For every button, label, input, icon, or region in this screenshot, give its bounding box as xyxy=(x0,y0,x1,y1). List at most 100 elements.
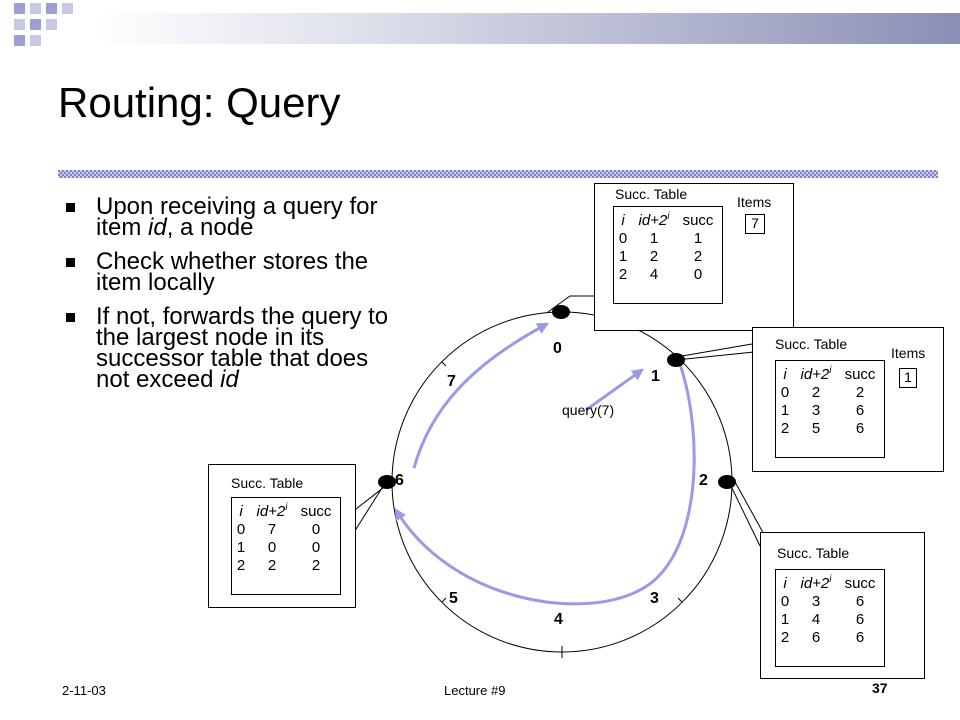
bullet-marker xyxy=(66,203,75,212)
table-cell: 6 xyxy=(855,610,865,628)
bullet-text: , a node xyxy=(166,214,254,241)
title-separator xyxy=(58,170,938,178)
query-label: query(7) xyxy=(562,402,615,418)
item-badge: 7 xyxy=(745,214,765,234)
table-cell: 0 xyxy=(618,229,628,247)
col-header-exponent: i xyxy=(829,365,832,376)
table-cell: 0 xyxy=(267,538,277,556)
col-header-i: i xyxy=(621,212,625,229)
table-cell: 0 xyxy=(311,538,321,556)
bullet-item: Check whether stores the item locally xyxy=(62,250,402,295)
col-header-id-var: id xyxy=(638,212,651,229)
succ-table-label: Succ. Table xyxy=(231,475,304,491)
table-cell: 1 xyxy=(780,401,790,419)
items-label: Items xyxy=(737,194,772,210)
ring-label-7: 7 xyxy=(447,373,456,390)
table-cell: 6 xyxy=(855,628,865,646)
ring-tick xyxy=(441,597,447,603)
node-2[interactable] xyxy=(718,475,736,489)
col-header-id-rest: +2 xyxy=(812,366,830,383)
ring-label-1: 1 xyxy=(651,368,660,385)
col-header-i: i xyxy=(783,575,787,592)
forward-arrow-6-to-0 xyxy=(412,322,550,469)
table-cell: 6 xyxy=(855,592,865,610)
table-cell: 2 xyxy=(855,383,865,401)
table-cell: 2 xyxy=(780,419,790,437)
node-1[interactable] xyxy=(667,353,685,367)
col-header-succ: succ xyxy=(300,503,332,520)
table-cell: 2 xyxy=(236,556,246,574)
col-header-id-var: id xyxy=(800,366,813,383)
bullet-item: Upon receiving a query for item id, a no… xyxy=(62,195,402,241)
col-header-id: id+2i xyxy=(792,574,840,592)
bullet-marker xyxy=(66,258,75,267)
table-cell: 0 xyxy=(693,265,703,283)
succ-table-label: Succ. Table xyxy=(615,186,688,202)
node-6[interactable] xyxy=(378,475,396,489)
table-cell: 1 xyxy=(236,538,246,556)
table-cell: 3 xyxy=(811,401,821,419)
bullet-text: id xyxy=(220,366,239,393)
table-row: 1 0 0 xyxy=(232,538,340,556)
succ-table-label: Succ. Table xyxy=(777,545,850,561)
lecture-label: Lecture #9 xyxy=(444,683,506,698)
col-header-id: id+2i xyxy=(630,211,678,229)
col-header-succ: succ xyxy=(844,575,876,592)
col-header-id-rest: +2 xyxy=(268,503,286,520)
ring-label-5: 5 xyxy=(449,590,458,607)
col-header-id: id+2i xyxy=(792,365,840,383)
table-cell: 0 xyxy=(780,592,790,610)
ring-tick xyxy=(441,361,447,367)
col-header-id-text: id+2 xyxy=(638,212,667,229)
col-header-exponent: i xyxy=(667,211,670,222)
bullet-text: id xyxy=(148,214,167,241)
items-label: Items xyxy=(891,345,926,361)
table-cell: 1 xyxy=(649,229,659,247)
table-cell: 3 xyxy=(811,592,821,610)
ring-label-0: 0 xyxy=(553,340,562,357)
ring-label-6: 6 xyxy=(395,472,404,489)
node-0[interactable] xyxy=(552,305,570,319)
table-row: 0 3 6 xyxy=(776,592,884,610)
table-cell: 0 xyxy=(780,383,790,401)
bullet-list: Upon receiving a query for item id, a no… xyxy=(62,195,402,403)
slide-title: Routing: Query xyxy=(58,79,341,126)
callout-line-node1-b xyxy=(675,351,755,361)
col-header-i: i xyxy=(239,503,243,520)
slide-decoration xyxy=(14,3,960,46)
ring-tick xyxy=(677,597,683,603)
col-header-id-rest: +2 xyxy=(650,212,668,229)
table-cell: 2 xyxy=(693,247,703,265)
table-cell: 1 xyxy=(780,610,790,628)
page-number: 37 xyxy=(872,680,888,696)
table-cell: 0 xyxy=(236,520,246,538)
callout-line-node2-b xyxy=(729,483,761,547)
table-cell: 1 xyxy=(618,247,628,265)
table-cell: 5 xyxy=(811,419,821,437)
item-badge: 1 xyxy=(899,368,917,388)
bullet-item: If not, forwards the query to the larges… xyxy=(62,305,402,393)
ring-label-4: 4 xyxy=(554,611,563,628)
col-header-id-var: id xyxy=(256,503,269,520)
succ-table-label: Succ. Table xyxy=(775,336,848,352)
callout-line-node2 xyxy=(733,479,767,539)
table-cell: 4 xyxy=(649,265,659,283)
col-header-id-text: id+2 xyxy=(256,503,285,520)
